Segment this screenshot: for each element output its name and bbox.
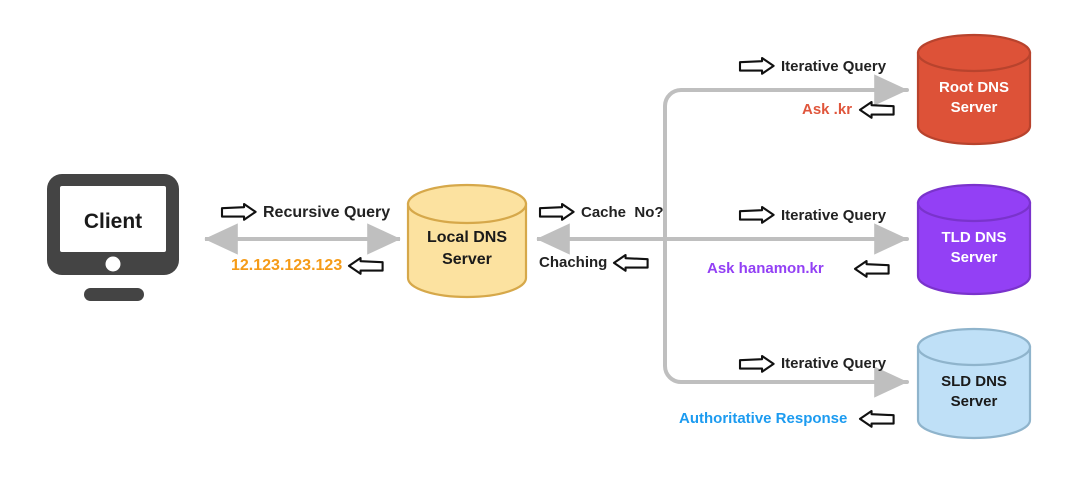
edge-label-recursive-query: Recursive Query: [263, 204, 391, 221]
edge-label-cache-no: Cache No?: [581, 204, 664, 221]
block-arrow-left-icon: [347, 256, 384, 275]
block-arrow-left-icon: [858, 409, 895, 428]
block-arrow-left-icon: [612, 253, 649, 272]
block-arrow-right-icon: [538, 202, 575, 221]
client-monitor-icon: [47, 174, 179, 301]
root-dns-cylinder: [916, 33, 1032, 146]
edge-branch-root: [663, 74, 909, 241]
block-arrow-right-icon: [738, 354, 775, 373]
block-arrow-right-icon: [738, 56, 775, 75]
block-arrow-left-icon: [858, 100, 895, 119]
block-arrow-left-icon: [853, 259, 890, 278]
edge-branch-sld: [663, 237, 909, 398]
block-arrow-right-icon: [220, 202, 257, 221]
edge-label-client-ip: 12.123.123.123: [231, 257, 343, 274]
edge-label-authoritative-response: Authoritative Response: [679, 410, 848, 427]
edge-label-chaching: Chaching: [539, 254, 608, 271]
edge-label-ask-kr: Ask .kr: [802, 101, 853, 118]
tld-dns-cylinder: [916, 183, 1032, 296]
local-dns-cylinder: [406, 183, 528, 299]
sld-dns-cylinder: [916, 327, 1032, 440]
block-arrow-right-icon: [738, 205, 775, 224]
edge-label-iterative-query-tld: Iterative Query: [781, 207, 887, 224]
edge-label-iterative-query-root: Iterative Query: [781, 58, 887, 75]
edge-label-iterative-query-sld: Iterative Query: [781, 355, 887, 372]
edge-label-ask-hanamon-kr: Ask hanamon.kr: [707, 260, 824, 277]
